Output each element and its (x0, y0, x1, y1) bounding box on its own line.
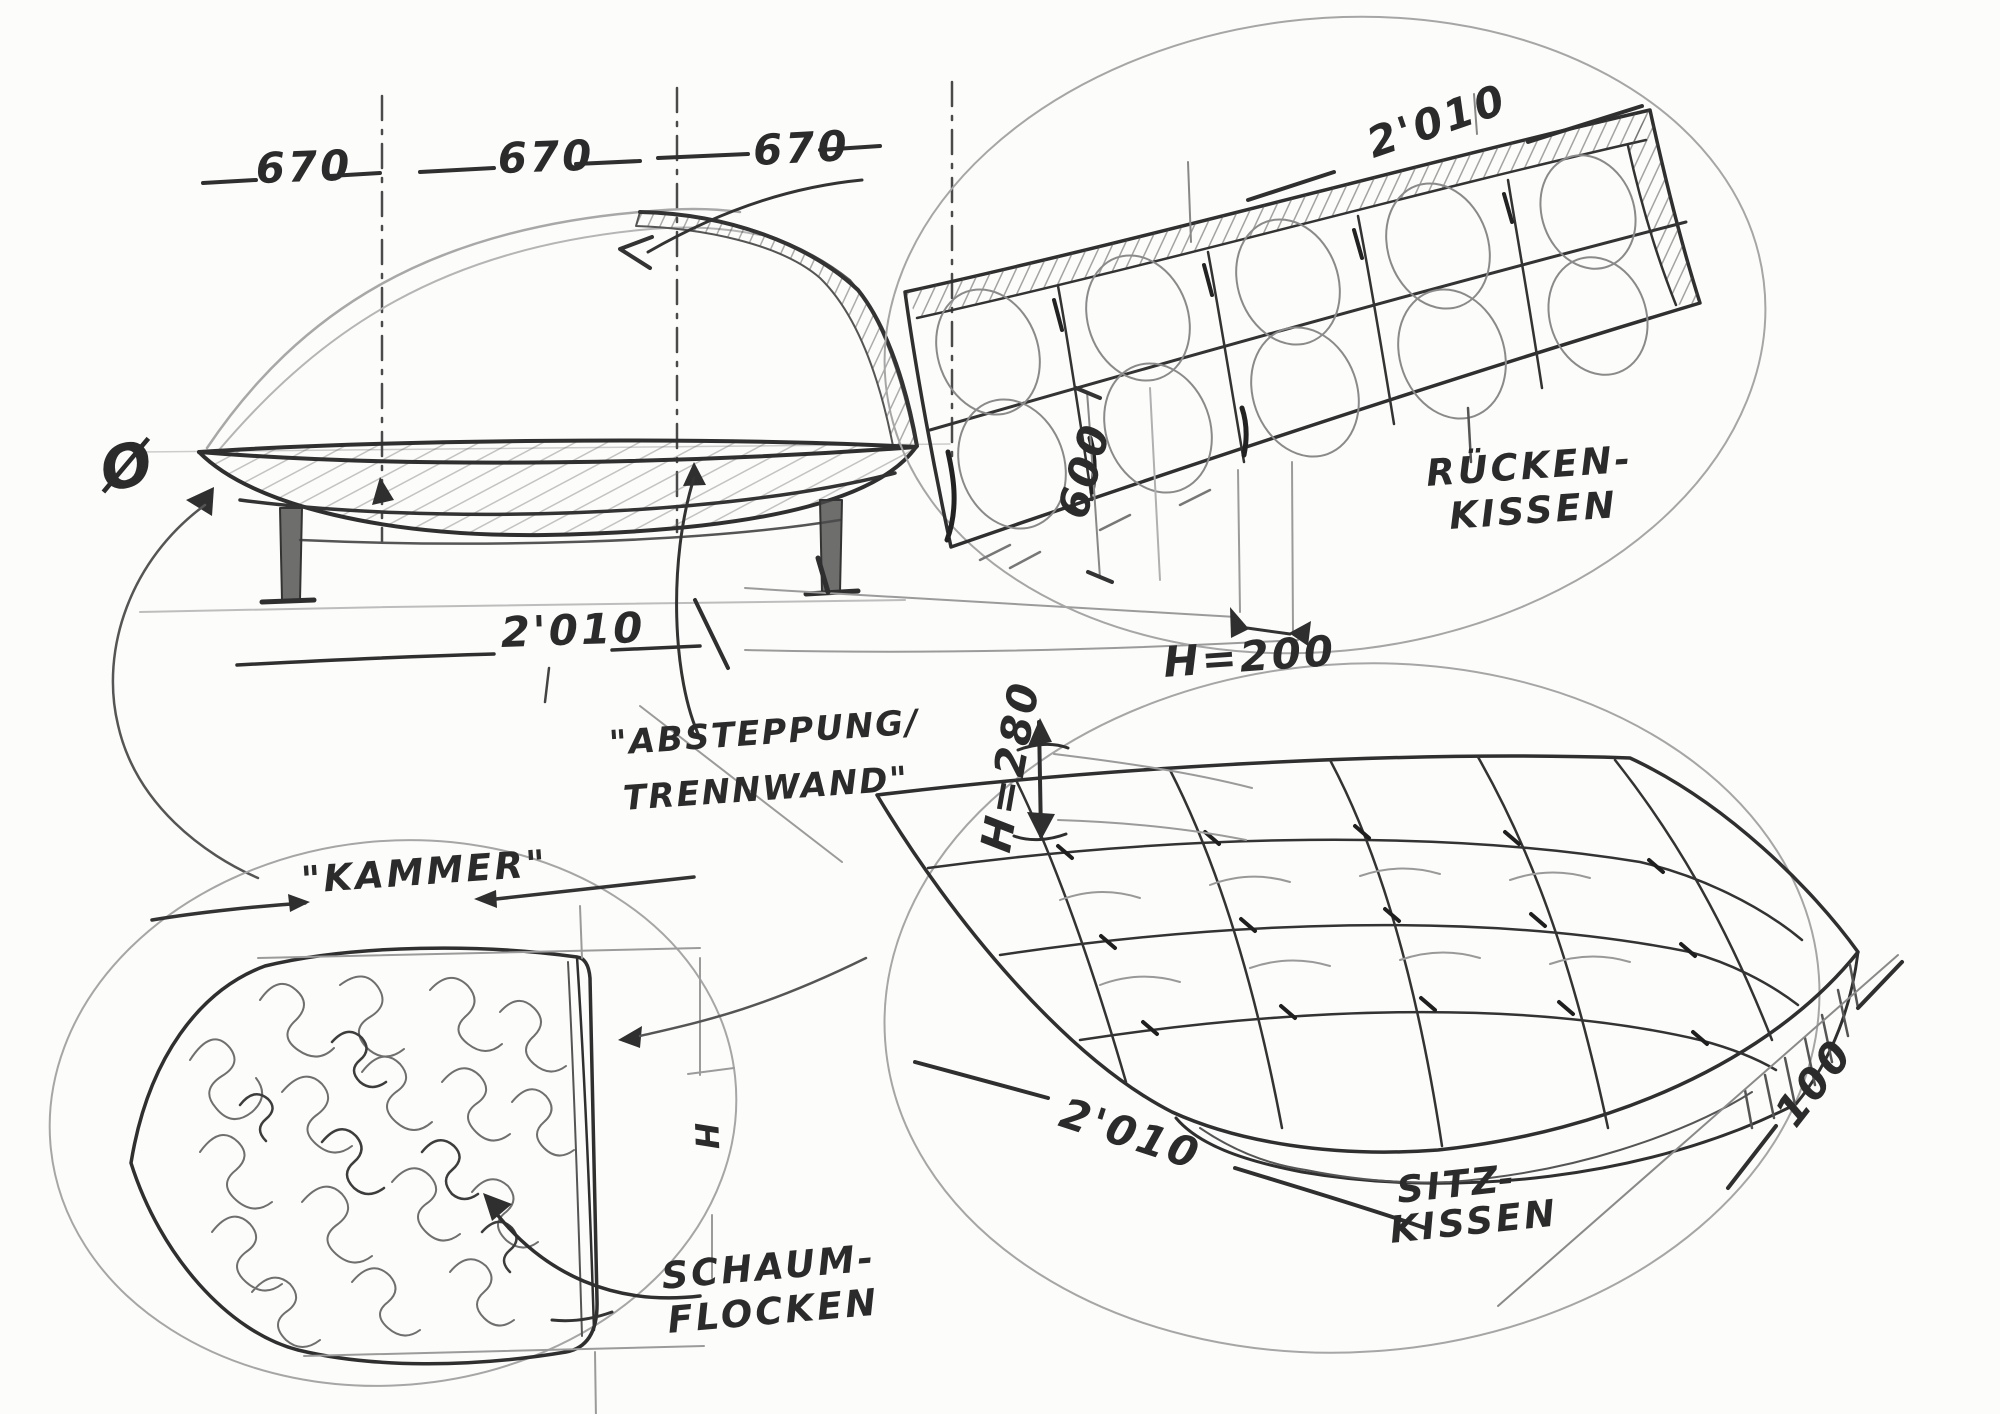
dim-segment-1: 670 (254, 140, 354, 193)
side-elevation-drawing (139, 80, 954, 704)
back-cushion-label-line2: KISSEN (1447, 483, 1620, 538)
section-symbol: Ø (95, 427, 161, 507)
dim-total-width-side: 2'010 (499, 602, 647, 657)
dim-segment-3: 670 (751, 120, 851, 175)
seat-cushion-drawing (875, 662, 1904, 1354)
back-cushion-drawing (883, 15, 1767, 655)
dim-segment-2: 670 (496, 130, 596, 183)
dim-back-thickness: H=200 (1161, 625, 1338, 687)
chamber-drawing (48, 839, 868, 1414)
connector-lines (111, 178, 1299, 880)
chamber-height-mark: H (687, 1121, 727, 1153)
